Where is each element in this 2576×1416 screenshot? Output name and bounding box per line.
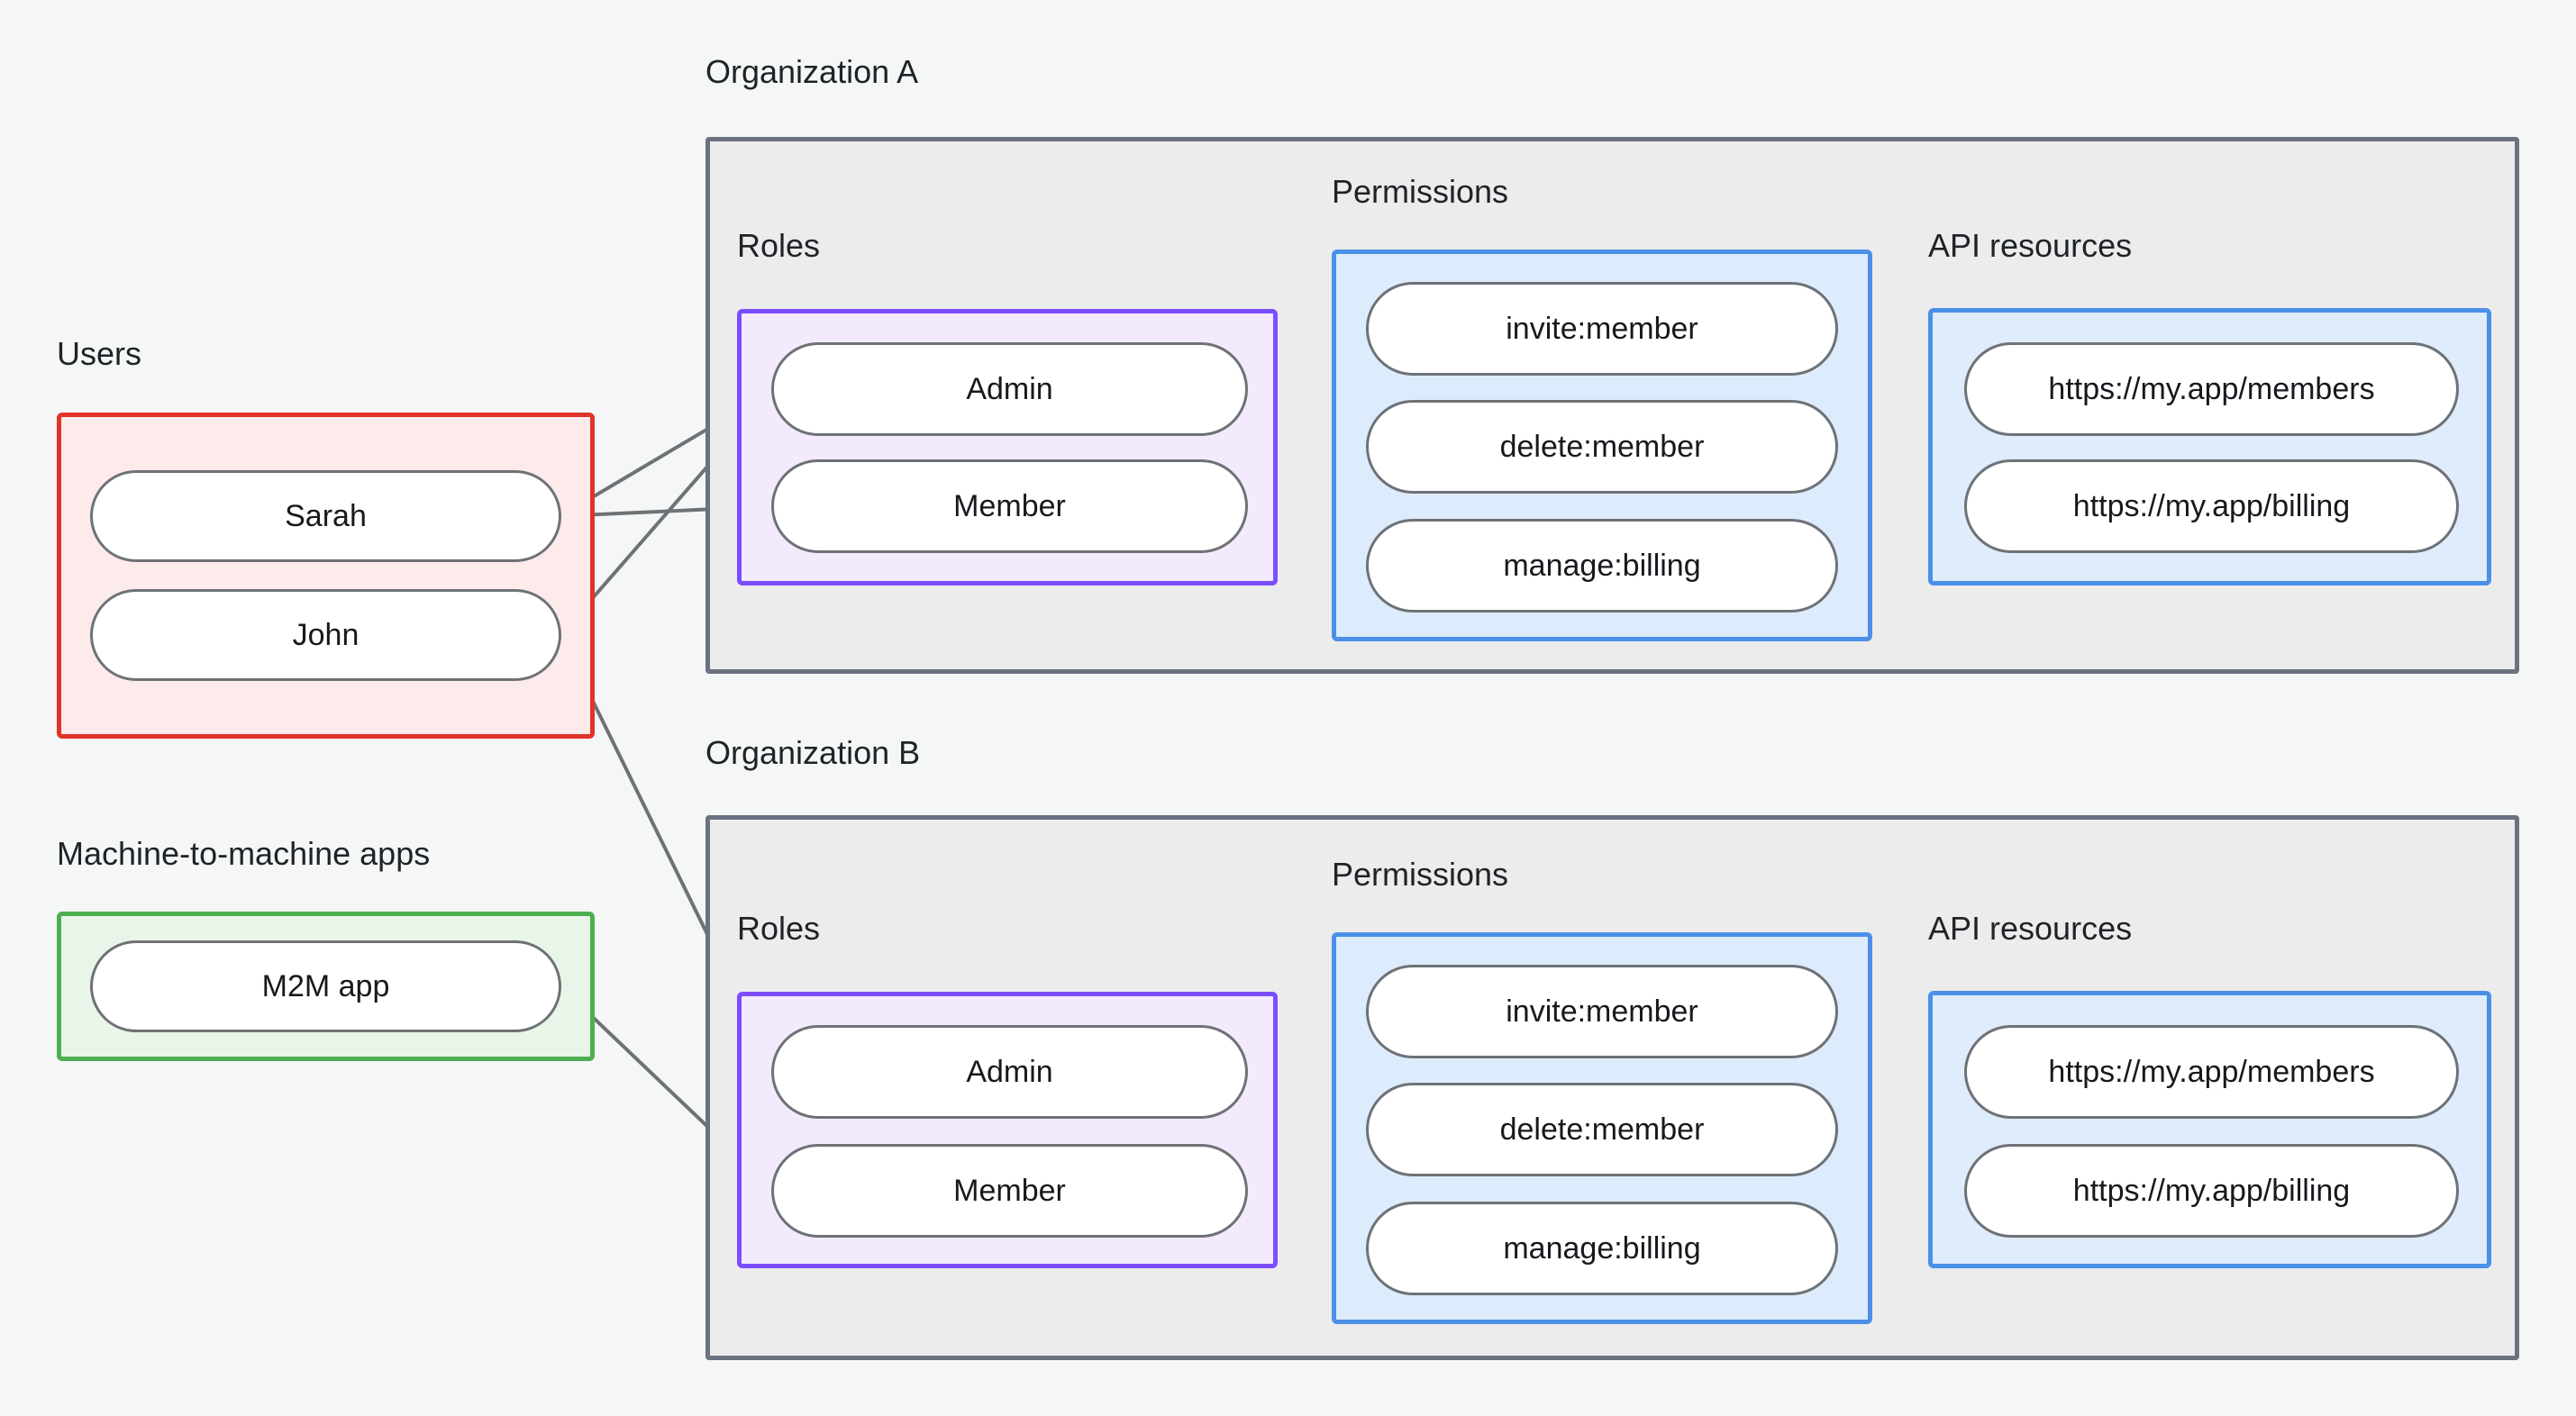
users-group-box [57, 413, 595, 739]
org-b-api-resource-members[interactable]: https://my.app/members [1964, 1025, 2459, 1119]
org-a-api-resources-label: API resources [1928, 227, 2133, 264]
org-b-role-admin[interactable]: Admin [771, 1025, 1248, 1119]
m2m-node-app[interactable]: M2M app [90, 940, 561, 1032]
org-b-roles-label: Roles [737, 910, 821, 947]
org-b-api-resources-label: API resources [1928, 910, 2133, 947]
user-node-john[interactable]: John [90, 589, 561, 681]
org-a-permission-invite-member[interactable]: invite:member [1366, 282, 1838, 376]
org-a-permissions-label: Permissions [1332, 173, 1509, 210]
org-b-permission-manage-billing[interactable]: manage:billing [1366, 1202, 1838, 1295]
org-a-role-admin[interactable]: Admin [771, 342, 1248, 436]
org-a-role-member[interactable]: Member [771, 459, 1248, 553]
org-b-permission-delete-member[interactable]: delete:member [1366, 1083, 1838, 1176]
m2m-group-label: Machine-to-machine apps [57, 835, 431, 872]
org-a-api-resource-billing[interactable]: https://my.app/billing [1964, 459, 2459, 553]
user-node-sarah[interactable]: Sarah [90, 470, 561, 562]
org-b-permission-invite-member[interactable]: invite:member [1366, 965, 1838, 1058]
org-a-permission-manage-billing[interactable]: manage:billing [1366, 519, 1838, 613]
org-b-permissions-label: Permissions [1332, 856, 1509, 893]
org-b-role-member[interactable]: Member [771, 1144, 1248, 1238]
org-a-label: Organization A [705, 53, 919, 90]
org-b-api-resource-billing[interactable]: https://my.app/billing [1964, 1144, 2459, 1238]
users-group-label: Users [57, 335, 142, 372]
org-a-api-resource-members[interactable]: https://my.app/members [1964, 342, 2459, 436]
org-b-label: Organization B [705, 734, 921, 771]
org-a-roles-label: Roles [737, 227, 821, 264]
org-a-permission-delete-member[interactable]: delete:member [1366, 400, 1838, 494]
